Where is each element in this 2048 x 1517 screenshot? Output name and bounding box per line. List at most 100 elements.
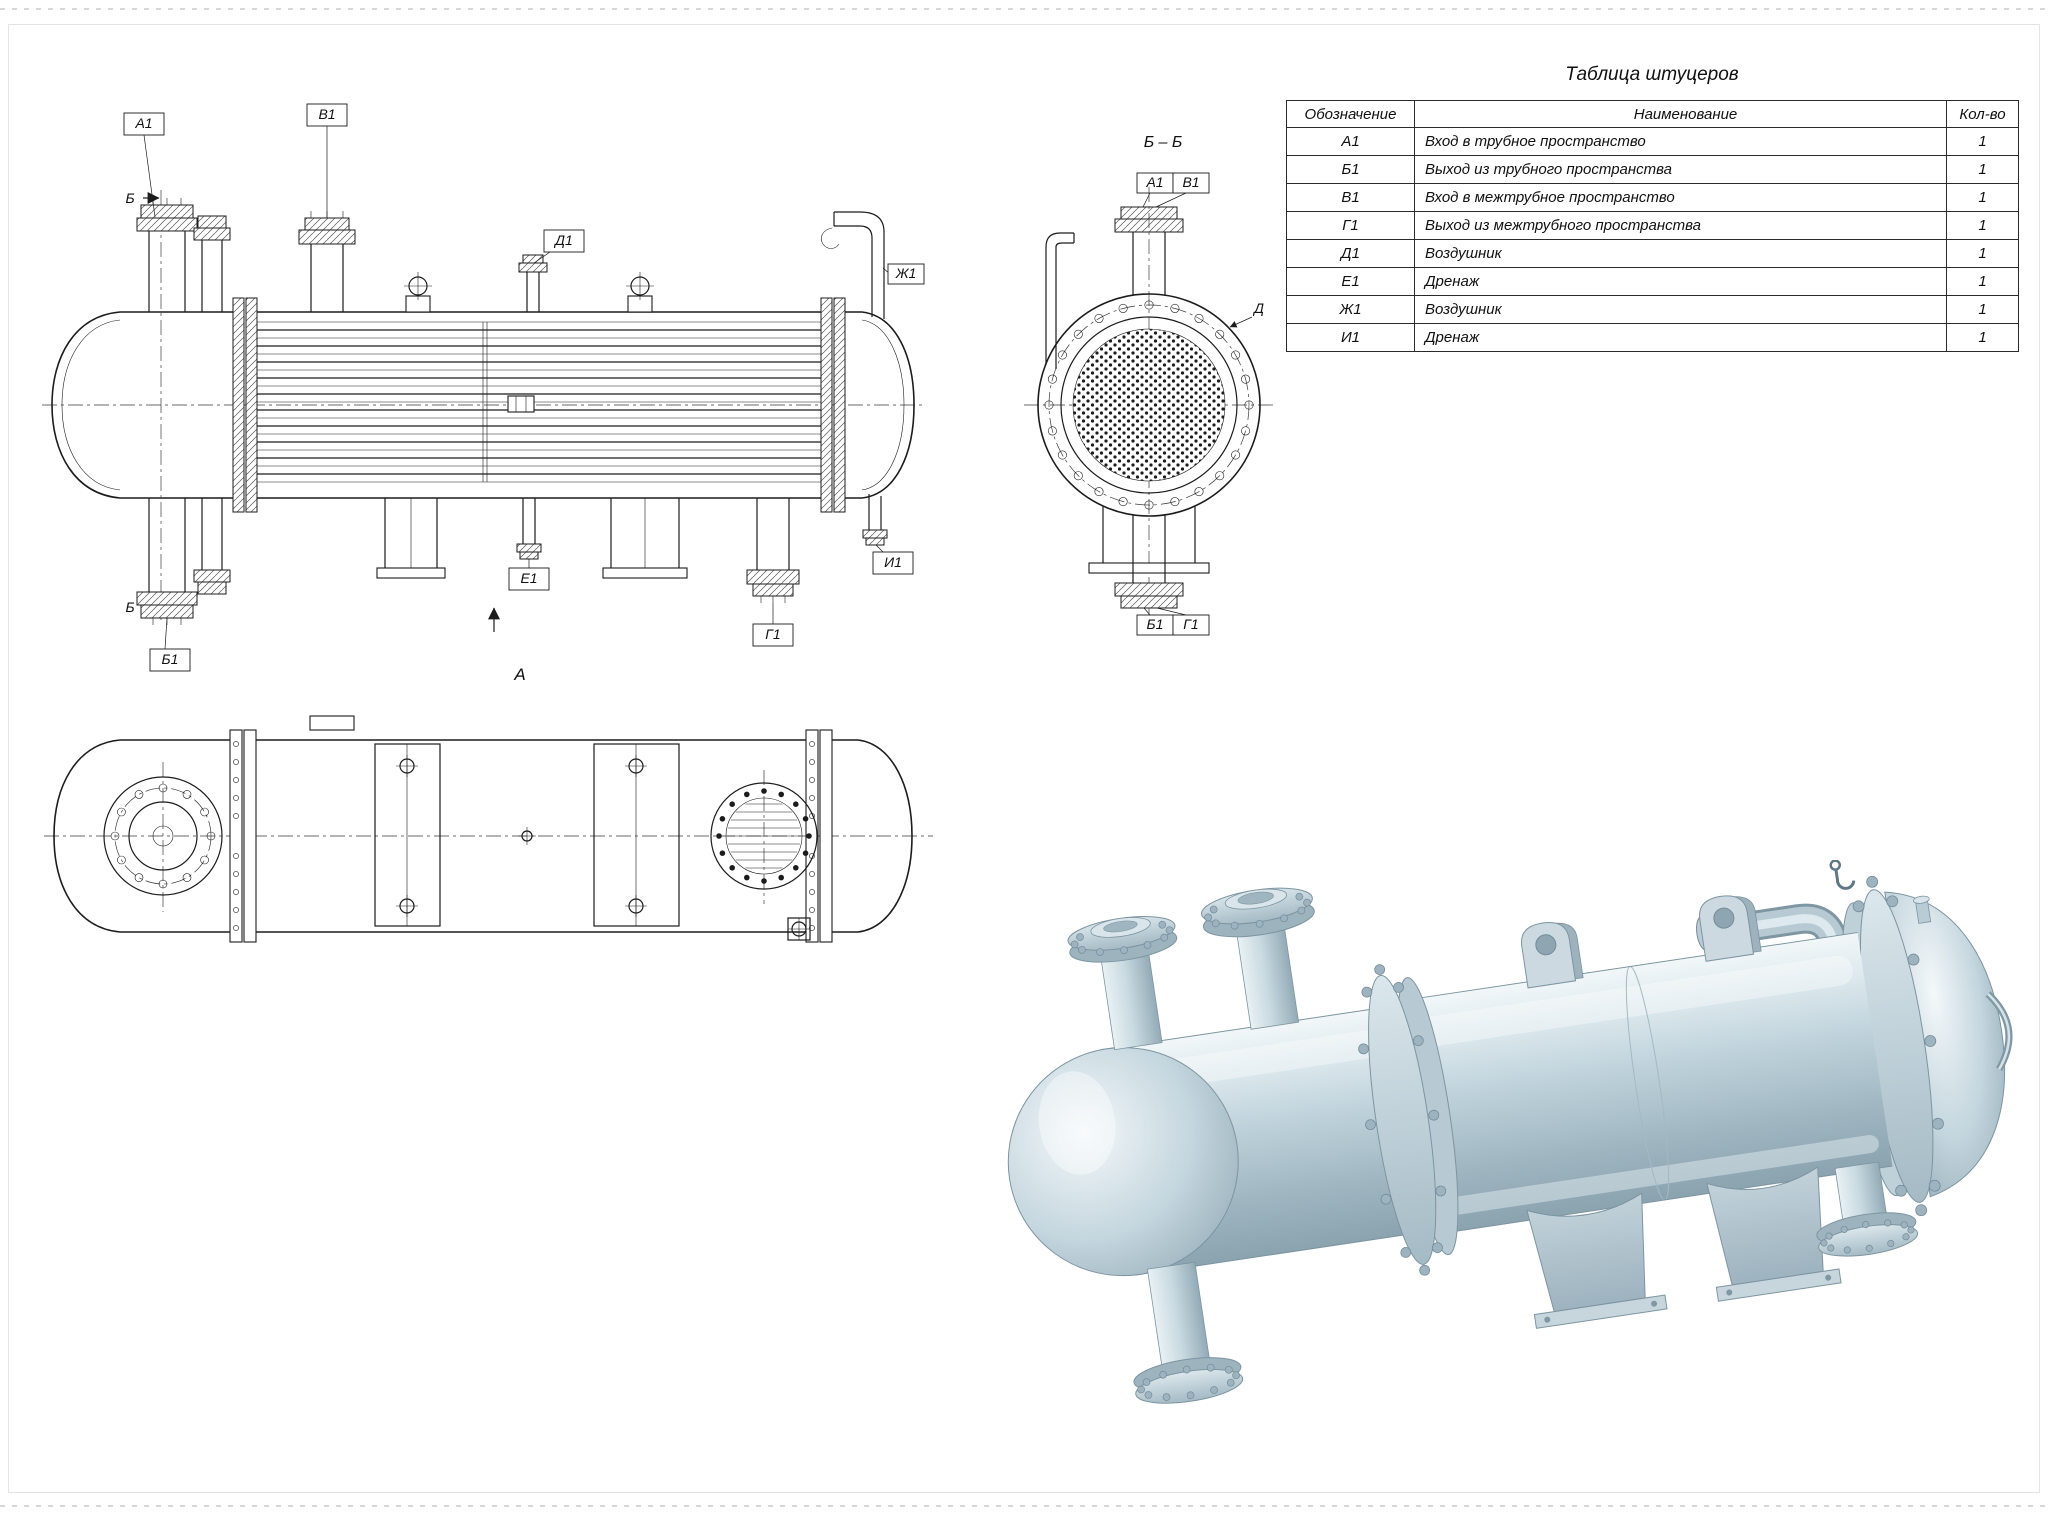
section-title: Б – Б: [1144, 134, 1183, 151]
girth-flange-pair: [1358, 964, 1459, 1276]
saddle-support: [1526, 1192, 1668, 1329]
rear-head: [1884, 891, 2013, 1198]
flange-bolts: [1044, 300, 1254, 510]
cell-name: Воздушник: [1414, 239, 1947, 268]
top-nozzle-v1: [1201, 887, 1315, 1030]
cell-qty: 1: [1946, 267, 2019, 296]
cell-qty: 1: [1946, 211, 2019, 240]
saddle-support: [1088, 506, 1210, 574]
cell-designation: Ж1: [1286, 295, 1415, 324]
saddle-plan: [374, 743, 441, 927]
cell-designation: А1: [1286, 127, 1415, 156]
nozzle-v1: В1: [298, 103, 356, 312]
view-a-arrow: А: [488, 607, 526, 684]
end-flange-circle: [103, 762, 223, 912]
vessel-shell: [42, 297, 926, 513]
nozzle-d1: Д1: [518, 229, 585, 312]
cell-designation: Е1: [1286, 267, 1415, 296]
cell-name: Дренаж: [1414, 323, 1947, 352]
front-head: [1007, 1047, 1239, 1277]
mark-zh1: Ж1: [895, 265, 917, 281]
table-header-row: Обозначение Наименование Кол-во: [1286, 100, 2019, 128]
section-view-b-b: Б – Б А1 В1: [1024, 134, 1274, 636]
cell-name: Дренаж: [1414, 267, 1947, 296]
lifting-lug: [1699, 895, 1762, 962]
tube-bundle: [257, 321, 821, 483]
cell-qty: 1: [1946, 155, 2019, 184]
nozzle-plan-details: [309, 715, 811, 941]
cell-name: Вход в межтрубное пространство: [1414, 183, 1947, 212]
mark-a1: А1: [1145, 174, 1163, 190]
mark-b1: Б1: [1147, 616, 1164, 632]
saddle-support: [1706, 1166, 1842, 1302]
cell-qty: 1: [1946, 183, 2019, 212]
mark-g1: Г1: [765, 626, 780, 642]
nozzle-zh1-vent-pipe: Ж1: [821, 211, 925, 319]
side-piping: [1045, 232, 1075, 369]
header-qty: Кол-во: [1946, 100, 2019, 128]
cell-qty: 1: [1946, 127, 2019, 156]
mark-v1: В1: [318, 106, 335, 122]
mark-v1: В1: [1182, 174, 1199, 190]
nozzle-g1: Г1: [746, 498, 800, 647]
nozzle-table-title: Таблица штуцеров: [1565, 64, 1739, 85]
nozzle-b1: Б1: [136, 498, 198, 672]
saddle-plan: [593, 743, 680, 927]
flange-bolt-dots: [233, 741, 815, 931]
top-view-a: [44, 715, 933, 943]
mark-b1: Б1: [162, 651, 179, 667]
mark-e1: Е1: [520, 570, 537, 586]
cell-designation: В1: [1286, 183, 1415, 212]
tube-sheet-circle: [710, 770, 818, 904]
cell-name: Выход из трубного пространства: [1414, 155, 1947, 184]
bottom-nozzle-b1: [1133, 1261, 1244, 1404]
cell-designation: И1: [1286, 323, 1415, 352]
mark-d1: Д1: [553, 232, 573, 248]
mark-g1: Г1: [1183, 616, 1198, 632]
nozzle-e1: Е1: [508, 498, 550, 591]
cell-name: Выход из межтрубного пространства: [1414, 211, 1947, 240]
saddle-support: [376, 498, 446, 579]
main-shell: [1402, 932, 1893, 1235]
saddle-support: [602, 498, 688, 579]
heat-exchanger-render: [1007, 860, 2013, 1404]
cell-name: Вход в трубное пространство: [1414, 127, 1947, 156]
lifting-hook-icon: [1829, 860, 1842, 871]
nozzle-i1: И1: [862, 494, 914, 575]
header-name: Наименование: [1414, 100, 1947, 128]
mark-detail-d: Д: [1252, 300, 1264, 316]
section-marks-top: А1 В1: [1136, 172, 1210, 208]
top-nozzle-a1: [1067, 916, 1178, 1051]
nozzle-a1: А1: [123, 112, 198, 312]
mark-a1: А1: [134, 115, 152, 131]
lifting-lug: [1520, 921, 1584, 989]
cell-qty: 1: [1946, 239, 2019, 268]
sheet-frame: [8, 24, 2040, 1493]
section-mark-bottom: Б: [125, 599, 134, 615]
cell-qty: 1: [1946, 323, 2019, 352]
cell-designation: Г1: [1286, 211, 1415, 240]
lifting-lug: [404, 272, 432, 313]
side-view: Б Б А1 В1 Д1: [42, 103, 926, 684]
nozzle-aux-top-left: [193, 215, 231, 312]
bottom-nozzle: [1114, 514, 1184, 609]
section-mark-top: Б: [125, 190, 134, 206]
mark-i1: И1: [884, 554, 902, 570]
view-a-letter: А: [513, 665, 525, 684]
bottom-nozzle-g1: [1816, 1161, 1919, 1257]
cell-qty: 1: [1946, 295, 2019, 324]
lifting-lug: [626, 272, 654, 313]
render-3d-view: [1007, 860, 2013, 1404]
section-marks-bottom: Б1 Г1: [1136, 607, 1210, 636]
header-designation: Обозначение: [1286, 100, 1415, 128]
